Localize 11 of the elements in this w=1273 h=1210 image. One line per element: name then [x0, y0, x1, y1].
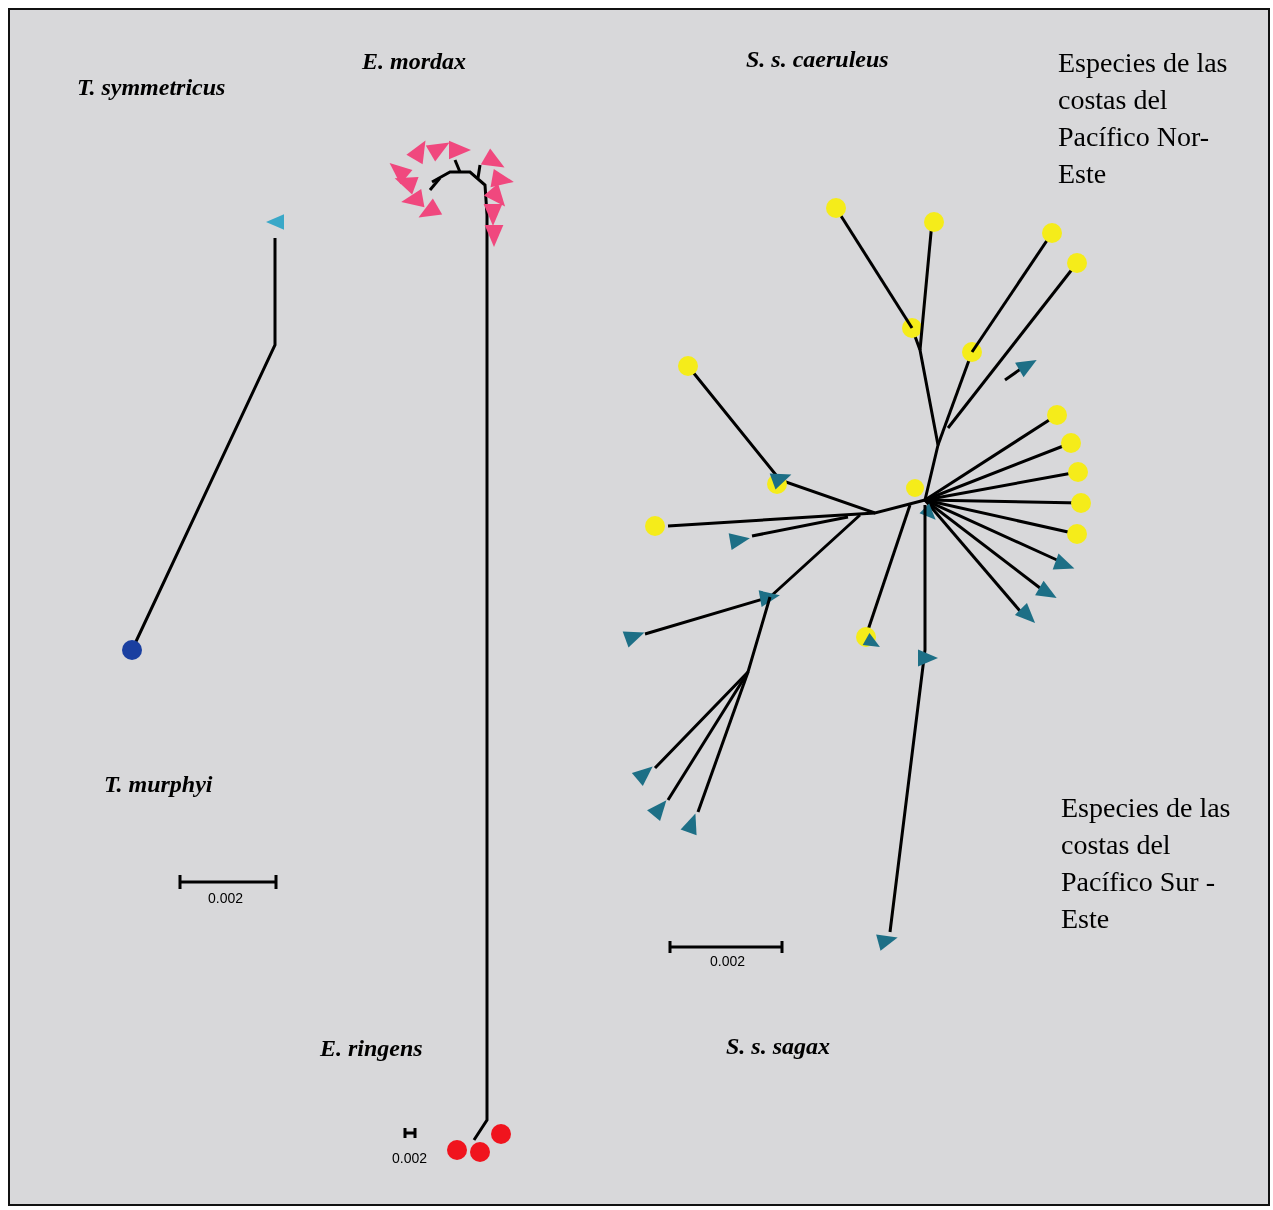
scale-label: 0.002 [208, 890, 244, 906]
species-label: S. s. caeruleus [746, 46, 889, 73]
species-label: E. ringens [320, 1035, 423, 1062]
region-label: Especies de las costas del Pacífico Nor-Este [1058, 46, 1228, 191]
species-label: E. mordax [362, 48, 466, 75]
region-label: Especies de las costas del Pacífico Sur -Este [1061, 791, 1231, 936]
species-label: T. murphyi [104, 771, 213, 798]
species-label: S. s. sagax [726, 1033, 831, 1060]
scale-label: 0.002 [392, 1150, 428, 1166]
scale-label: 0.002 [710, 953, 746, 969]
species-label: T. symmetricus [77, 74, 226, 101]
